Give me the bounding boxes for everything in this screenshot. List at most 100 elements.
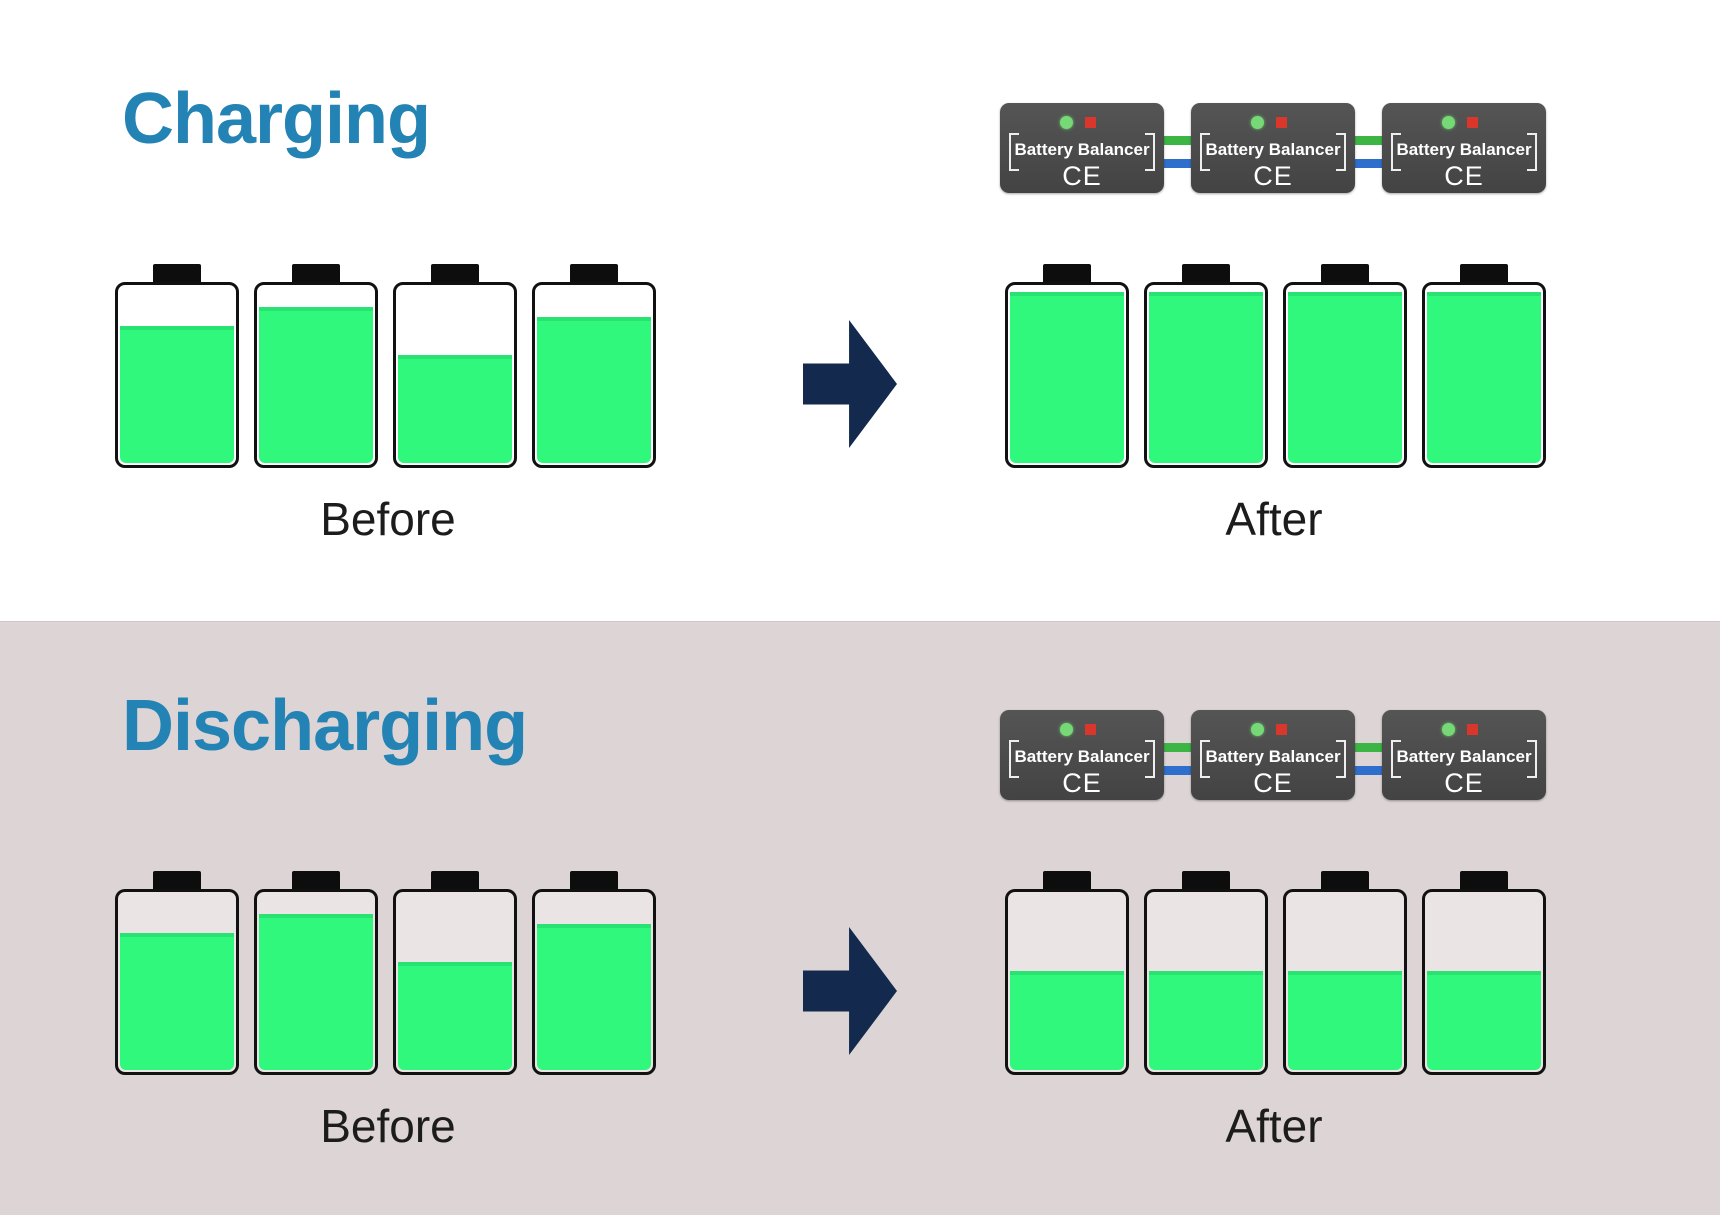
battery-body — [115, 889, 239, 1075]
left-bracket-icon — [1200, 740, 1210, 778]
red-led-icon — [1085, 724, 1096, 735]
discharging-before-label: Before — [320, 1100, 456, 1152]
charging-after-battery-2 — [1144, 264, 1268, 468]
battery-fill — [1149, 292, 1263, 463]
battery-terminal — [431, 264, 479, 286]
discharging-before-battery-4 — [532, 871, 656, 1075]
battery-fill — [537, 924, 651, 1070]
battery-body — [1422, 889, 1546, 1075]
charging-before-battery-1 — [115, 264, 239, 468]
red-led-icon — [1276, 724, 1287, 735]
left-bracket-icon — [1391, 740, 1401, 778]
battery-body — [393, 282, 517, 468]
red-led-icon — [1467, 724, 1478, 735]
battery-terminal — [1321, 264, 1369, 286]
battery-body — [1283, 889, 1407, 1075]
balancer-ce-label: CE — [1444, 768, 1484, 798]
balancer-wire-blue-2 — [1349, 159, 1387, 168]
battery-body — [1422, 282, 1546, 468]
battery-fill — [1288, 292, 1402, 463]
discharging-after-battery-1 — [1005, 871, 1129, 1075]
red-led-icon — [1467, 117, 1478, 128]
battery-terminal — [1460, 264, 1508, 286]
discharging-after-battery-4 — [1422, 871, 1546, 1075]
charging-after-label: After — [1225, 493, 1323, 545]
battery-body — [393, 889, 517, 1075]
battery-fill — [120, 326, 234, 463]
battery-fill — [537, 317, 651, 463]
battery-body — [532, 889, 656, 1075]
balancer-wire-blue-2 — [1349, 766, 1387, 775]
balancer-wire-green-1 — [1158, 136, 1196, 145]
balancer-wire-green-2 — [1349, 743, 1387, 752]
balancer-ce-label: CE — [1444, 161, 1484, 191]
balancer-label: Battery Balancer — [1014, 747, 1150, 766]
battery-terminal — [1321, 871, 1369, 893]
left-bracket-icon — [1009, 133, 1019, 171]
battery-fill — [259, 913, 373, 1070]
battery-fill — [1149, 971, 1263, 1070]
battery-fill — [1010, 292, 1124, 463]
battery-fill — [398, 962, 512, 1070]
battery-terminal — [1460, 871, 1508, 893]
charging-after-battery-3 — [1283, 264, 1407, 468]
right-bracket-icon — [1336, 133, 1346, 171]
charging-before-battery-2 — [254, 264, 378, 468]
balancer-ce-label: CE — [1062, 161, 1102, 191]
charging-after-battery-1 — [1005, 264, 1129, 468]
balancer-label: Battery Balancer — [1205, 747, 1341, 766]
balancer-wire-blue-1 — [1158, 159, 1196, 168]
battery-body — [1144, 282, 1268, 468]
left-bracket-icon — [1009, 740, 1019, 778]
battery-fill — [259, 306, 373, 463]
section-title-charging: Charging — [122, 79, 431, 159]
balancer-label: Battery Balancer — [1205, 140, 1341, 159]
right-bracket-icon — [1527, 133, 1537, 171]
balancer-wire-green-1 — [1158, 743, 1196, 752]
battery-fill — [120, 933, 234, 1070]
section-title-discharging: Discharging — [122, 686, 528, 766]
balancer-wire-green-2 — [1349, 136, 1387, 145]
green-led-icon — [1060, 116, 1073, 129]
green-led-icon — [1251, 723, 1264, 736]
right-bracket-icon — [1527, 740, 1537, 778]
battery-terminal — [153, 871, 201, 893]
battery-fill — [1427, 971, 1541, 1070]
battery-terminal — [570, 264, 618, 286]
balancer-ce-label: CE — [1062, 768, 1102, 798]
balancer-ce-label: CE — [1253, 161, 1293, 191]
balancer-wire-blue-1 — [1158, 766, 1196, 775]
battery-body — [115, 282, 239, 468]
battery-terminal — [431, 871, 479, 893]
discharging-before-battery-3 — [393, 871, 517, 1075]
charging-before-label: Before — [320, 493, 456, 545]
battery-terminal — [1043, 264, 1091, 286]
battery-fill — [1427, 292, 1541, 463]
battery-body — [1005, 282, 1129, 468]
battery-terminal — [1182, 871, 1230, 893]
balancer-label: Battery Balancer — [1396, 747, 1532, 766]
battery-terminal — [1182, 264, 1230, 286]
right-bracket-icon — [1145, 740, 1155, 778]
balancer-label: Battery Balancer — [1014, 140, 1150, 159]
charging-before-battery-4 — [532, 264, 656, 468]
battery-body — [1005, 889, 1129, 1075]
battery-body — [1283, 282, 1407, 468]
battery-terminal — [1043, 871, 1091, 893]
balancer-label: Battery Balancer — [1396, 140, 1532, 159]
battery-terminal — [153, 264, 201, 286]
battery-body — [254, 889, 378, 1075]
battery-body — [1144, 889, 1268, 1075]
battery-fill — [1288, 971, 1402, 1070]
left-bracket-icon — [1391, 133, 1401, 171]
battery-fill — [1010, 971, 1124, 1070]
charging-after-battery-4 — [1422, 264, 1546, 468]
battery-terminal — [292, 871, 340, 893]
